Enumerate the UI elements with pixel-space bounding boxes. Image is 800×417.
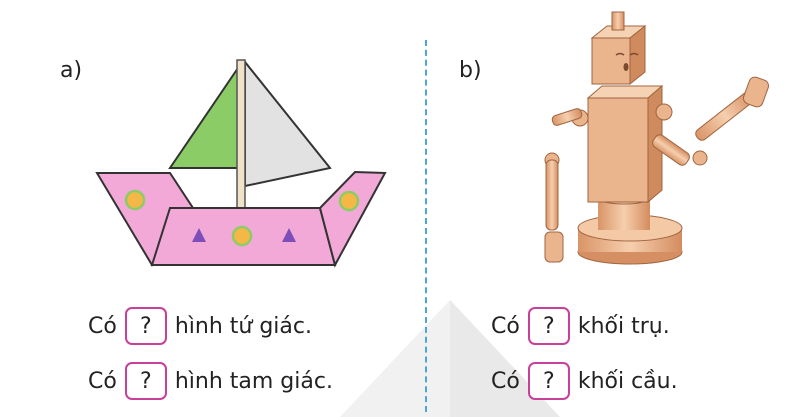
prefix-text: Có: [88, 368, 117, 394]
answer-box[interactable]: ?: [124, 362, 167, 400]
part-a-label: a): [60, 58, 83, 83]
part-a-line-1: Có ? hình tứ giác.: [88, 307, 312, 345]
part-b-line-2: Có ? khối cầu.: [491, 362, 678, 400]
boat-hull-right: [318, 170, 387, 268]
part-b-label: b): [459, 58, 482, 83]
suffix-text: hình tam giác.: [174, 368, 333, 394]
head-box: [591, 37, 631, 85]
left-arm: [545, 159, 559, 231]
answer-box[interactable]: ?: [527, 362, 570, 400]
boat-triangle-right: [282, 228, 296, 242]
boat-triangle-left: [192, 228, 206, 242]
boat-circle-middle: [231, 225, 253, 247]
suffix-text: khối cầu.: [577, 368, 678, 394]
dashed-divider: [425, 40, 427, 412]
answer-box[interactable]: ?: [124, 307, 167, 345]
body-box: [587, 97, 649, 203]
suffix-text: khối trụ.: [577, 313, 670, 339]
suffix-text: hình tứ giác.: [174, 313, 312, 339]
prefix-text: Có: [491, 313, 520, 339]
boat-circle-right: [338, 190, 360, 212]
answer-box[interactable]: ?: [527, 307, 570, 345]
head-peg: [611, 11, 625, 31]
boat-circle-left: [124, 189, 146, 211]
part-b-line-1: Có ? khối trụ.: [491, 307, 670, 345]
prefix-text: Có: [88, 313, 117, 339]
part-a-line-2: Có ? hình tam giác.: [88, 362, 333, 400]
prefix-text: Có: [491, 368, 520, 394]
